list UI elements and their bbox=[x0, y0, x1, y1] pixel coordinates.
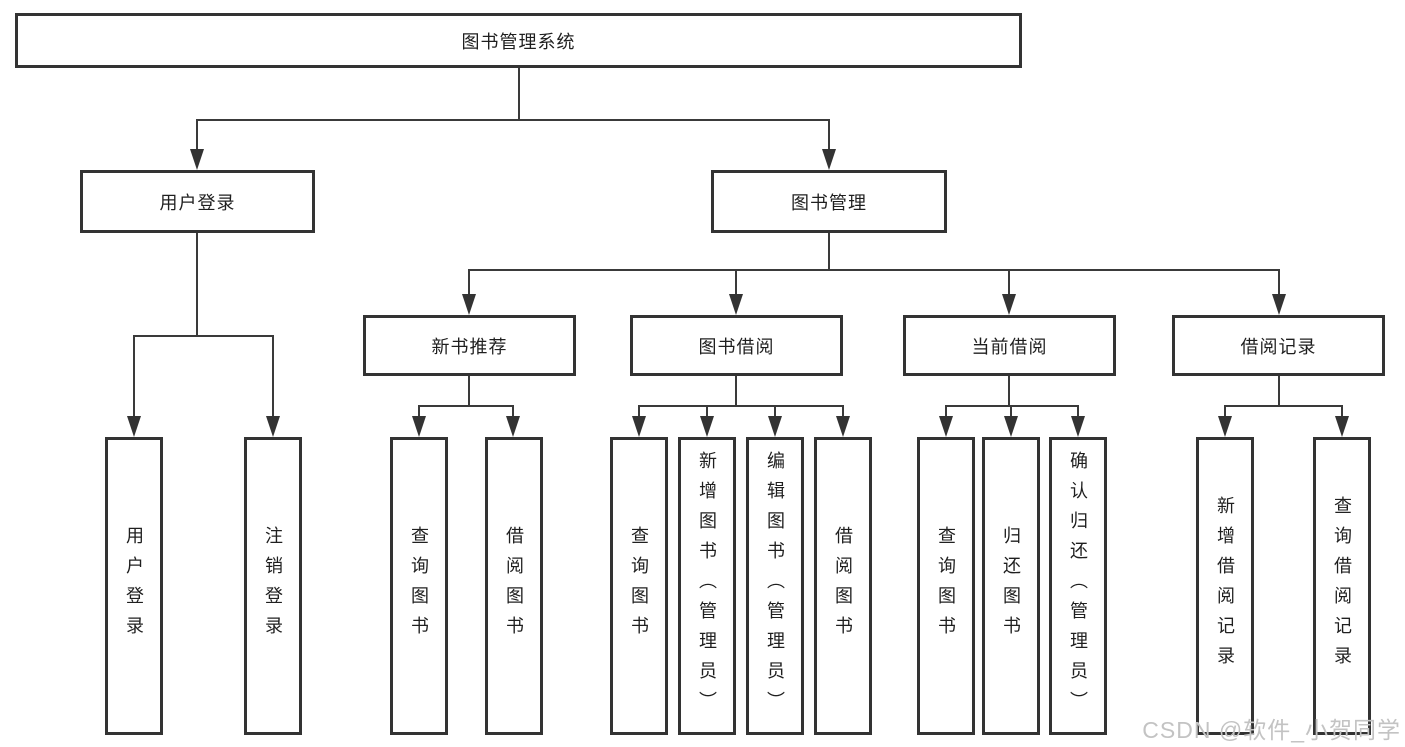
leaf-current-return-books: 归还图书 bbox=[982, 437, 1040, 735]
connector-line bbox=[1224, 405, 1226, 418]
connector-line bbox=[272, 335, 274, 417]
arrowhead-down-icon bbox=[1071, 416, 1085, 437]
node-book-management-system: 图书管理系统 bbox=[15, 13, 1022, 68]
connector-line bbox=[735, 269, 737, 295]
node-label: 借阅图书 bbox=[504, 526, 524, 646]
leaf-logout: 注销登录 bbox=[244, 437, 302, 735]
node-label: 用户登录 bbox=[159, 192, 236, 213]
connector-line bbox=[828, 119, 830, 151]
connector-line bbox=[1077, 405, 1079, 418]
node-label: 查询图书 bbox=[409, 526, 429, 646]
connector-line bbox=[133, 335, 135, 417]
connector-line bbox=[196, 119, 198, 151]
leaf-borrowing-add-books-admin: 新增图书（管理员） bbox=[678, 437, 736, 735]
leaf-records-query-record: 查询借阅记录 bbox=[1313, 437, 1371, 735]
node-label: 注销登录 bbox=[263, 526, 283, 646]
connector-line bbox=[842, 405, 844, 418]
connector-line bbox=[1008, 376, 1010, 407]
arrowhead-down-icon bbox=[632, 416, 646, 437]
leaf-user-login: 用户登录 bbox=[105, 437, 163, 735]
connector-line bbox=[468, 269, 1280, 271]
arrowhead-down-icon bbox=[1335, 416, 1349, 437]
connector-line bbox=[196, 119, 830, 121]
leaf-records-add-record: 新增借阅记录 bbox=[1196, 437, 1254, 735]
leaf-borrowing-query-books: 查询图书 bbox=[610, 437, 668, 735]
connector-line bbox=[638, 405, 844, 407]
connector-line bbox=[1008, 269, 1010, 295]
arrowhead-down-icon bbox=[1272, 294, 1286, 315]
leaf-borrowing-borrow-books: 借阅图书 bbox=[814, 437, 872, 735]
arrowhead-down-icon bbox=[506, 416, 520, 437]
node-label: 查询借阅记录 bbox=[1332, 496, 1352, 676]
connector-line bbox=[1010, 405, 1012, 418]
node-current-borrowing: 当前借阅 bbox=[903, 315, 1116, 376]
leaf-borrowing-edit-books-admin: 编辑图书（管理员） bbox=[746, 437, 804, 735]
node-label: 确认归还（管理员） bbox=[1068, 451, 1088, 721]
node-label: 借阅记录 bbox=[1240, 336, 1317, 357]
arrowhead-down-icon bbox=[1218, 416, 1232, 437]
connector-line bbox=[418, 405, 514, 407]
connector-line bbox=[468, 376, 470, 407]
node-label: 归还图书 bbox=[1001, 526, 1021, 646]
connector-line bbox=[774, 405, 776, 418]
node-label: 借阅图书 bbox=[833, 526, 853, 646]
node-label: 当前借阅 bbox=[971, 336, 1048, 357]
connector-line bbox=[418, 405, 420, 418]
connector-line bbox=[638, 405, 640, 418]
node-label: 编辑图书（管理员） bbox=[765, 451, 785, 721]
connector-line bbox=[512, 405, 514, 418]
arrowhead-down-icon bbox=[412, 416, 426, 437]
node-label: 查询图书 bbox=[629, 526, 649, 646]
arrowhead-down-icon bbox=[462, 294, 476, 315]
connector-line bbox=[828, 233, 830, 271]
connector-line bbox=[518, 68, 520, 120]
leaf-recommend-query-books: 查询图书 bbox=[390, 437, 448, 735]
arrowhead-down-icon bbox=[700, 416, 714, 437]
connector-line bbox=[945, 405, 1079, 407]
node-label: 图书管理系统 bbox=[461, 31, 576, 52]
node-label: 图书借阅 bbox=[698, 336, 775, 357]
node-borrowing-records: 借阅记录 bbox=[1172, 315, 1385, 376]
arrowhead-down-icon bbox=[729, 294, 743, 315]
connector-line bbox=[735, 376, 737, 407]
node-label: 新书推荐 bbox=[431, 336, 508, 357]
arrowhead-down-icon bbox=[266, 416, 280, 437]
arrowhead-down-icon bbox=[190, 149, 204, 170]
arrowhead-down-icon bbox=[127, 416, 141, 437]
node-new-book-recommend: 新书推荐 bbox=[363, 315, 576, 376]
leaf-current-confirm-return-admin: 确认归还（管理员） bbox=[1049, 437, 1107, 735]
node-label: 用户登录 bbox=[124, 526, 144, 646]
leaf-recommend-borrow-books: 借阅图书 bbox=[485, 437, 543, 735]
connector-line bbox=[1341, 405, 1343, 418]
node-user-login: 用户登录 bbox=[80, 170, 315, 233]
arrowhead-down-icon bbox=[836, 416, 850, 437]
connector-line bbox=[706, 405, 708, 418]
node-label: 查询图书 bbox=[936, 526, 956, 646]
connector-line bbox=[196, 233, 198, 337]
node-book-management: 图书管理 bbox=[711, 170, 947, 233]
connector-line bbox=[1224, 405, 1343, 407]
arrowhead-down-icon bbox=[822, 149, 836, 170]
connector-line bbox=[945, 405, 947, 418]
csdn-watermark: CSDN @软件_小贺同学 bbox=[1142, 717, 1401, 743]
connector-line bbox=[1278, 376, 1280, 407]
connector-line bbox=[1278, 269, 1280, 295]
node-label: 图书管理 bbox=[791, 192, 867, 213]
arrowhead-down-icon bbox=[939, 416, 953, 437]
leaf-current-query-books: 查询图书 bbox=[917, 437, 975, 735]
node-label: 新增借阅记录 bbox=[1215, 496, 1235, 676]
arrowhead-down-icon bbox=[1004, 416, 1018, 437]
arrowhead-down-icon bbox=[1002, 294, 1016, 315]
connector-line bbox=[133, 335, 274, 337]
node-book-borrowing: 图书借阅 bbox=[630, 315, 843, 376]
connector-line bbox=[468, 269, 470, 295]
node-label: 新增图书（管理员） bbox=[697, 451, 717, 721]
arrowhead-down-icon bbox=[768, 416, 782, 437]
